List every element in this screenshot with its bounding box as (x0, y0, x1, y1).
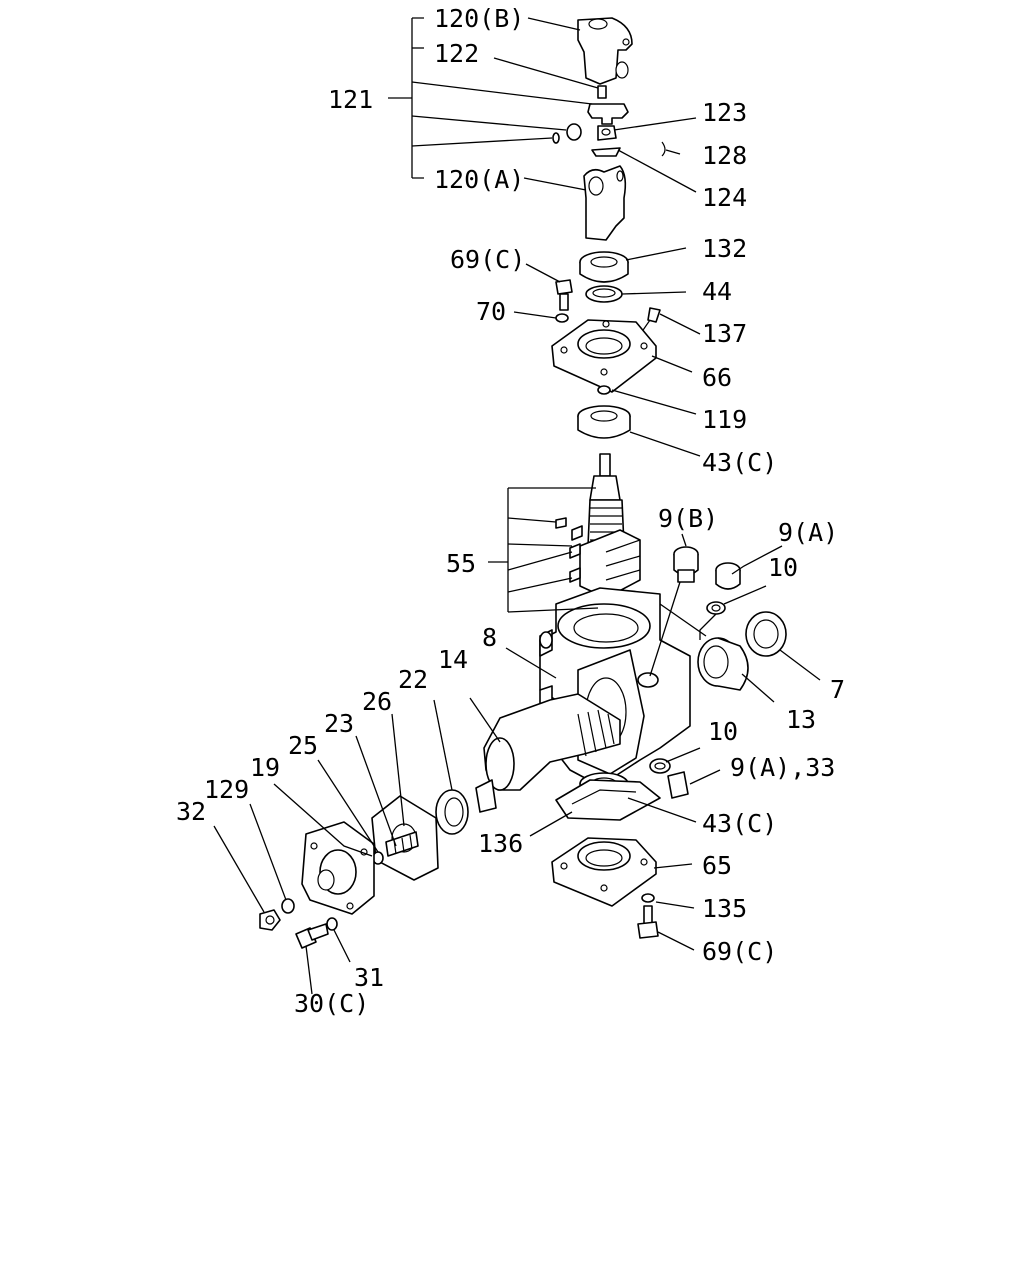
part-120b-yoke (577, 17, 633, 85)
part-69c-bolt-top (555, 279, 573, 311)
part-136-shim (555, 779, 661, 821)
part-23-adjust-screw (385, 831, 419, 857)
part-124-plate (591, 147, 621, 157)
label-25: 25 (288, 731, 318, 760)
label-136: 136 (478, 829, 523, 858)
label-23: 23 (324, 709, 354, 738)
part-44-ring (585, 285, 623, 303)
label-9a-33: 9(A),33 (730, 753, 835, 782)
part-119-o-ring (597, 385, 611, 395)
label-120a: 120(A) (434, 165, 524, 194)
part-22-bearing (435, 789, 469, 835)
part-30c-bolt (295, 923, 329, 949)
part-labels: 120(B) 122 121 123 128 120(A) 124 132 69… (176, 4, 845, 1018)
part-69c-bolt-bottom (637, 905, 659, 939)
part-43c-bearing-top (577, 405, 631, 439)
part-123-bearing-cup (597, 125, 617, 141)
label-128: 128 (702, 141, 747, 170)
label-123: 123 (702, 98, 747, 127)
label-122: 122 (434, 39, 479, 68)
label-14: 14 (438, 645, 468, 674)
label-132: 132 (702, 234, 747, 263)
label-32: 32 (176, 797, 206, 826)
label-119: 119 (702, 405, 747, 434)
part-10-washer-mid (649, 758, 671, 774)
part-132-seal (579, 251, 629, 283)
part-13-bearing (697, 637, 749, 691)
part-129-washer (281, 898, 295, 914)
part-65-flange (551, 837, 657, 907)
leader-lines (213, 17, 821, 995)
label-44: 44 (702, 277, 732, 306)
part-14-worm-shaft (475, 693, 621, 813)
part-9b-cap (673, 546, 699, 583)
part-9a-cap-top (715, 562, 741, 590)
label-13: 13 (786, 705, 816, 734)
label-70: 70 (476, 297, 506, 326)
label-9b: 9(B) (658, 504, 718, 533)
label-43c-top: 43(C) (702, 448, 777, 477)
label-19: 19 (250, 753, 280, 782)
label-8: 8 (482, 623, 497, 652)
label-69c-top: 69(C) (450, 245, 525, 274)
part-122-grease-fitting (597, 85, 607, 99)
label-121: 121 (328, 85, 373, 114)
label-137: 137 (702, 319, 747, 348)
label-124: 124 (702, 183, 747, 212)
label-22: 22 (398, 665, 428, 694)
part-70-washer (555, 313, 569, 323)
part-66-flange (551, 319, 657, 393)
label-69c-bot: 69(C) (702, 937, 777, 966)
part-55-sector-shaft (555, 453, 641, 613)
label-26: 26 (362, 687, 392, 716)
part-cross-spider (587, 103, 629, 125)
part-135-washer (641, 893, 655, 903)
label-135: 135 (702, 894, 747, 923)
label-9a: 9(A) (778, 518, 838, 547)
label-31: 31 (354, 963, 384, 992)
label-10-top: 10 (768, 553, 798, 582)
part-32-nut (259, 909, 281, 931)
part-needle-bearing-left (552, 123, 582, 144)
label-7: 7 (830, 675, 845, 704)
label-55: 55 (446, 549, 476, 578)
label-120b: 120(B) (434, 4, 524, 33)
label-10-mid: 10 (708, 717, 738, 746)
part-7-seal (745, 611, 787, 657)
part-19-end-cover (301, 821, 375, 915)
part-9a-33-plug (667, 771, 689, 799)
label-65: 65 (702, 851, 732, 880)
label-30c: 30(C) (294, 989, 369, 1018)
part-31-washer (326, 917, 338, 931)
label-66: 66 (702, 363, 732, 392)
label-43c-mid: 43(C) (702, 809, 777, 838)
part-10-washer-top (706, 601, 726, 615)
part-120a-yoke (583, 165, 627, 241)
part-128-snap-ring (661, 141, 666, 157)
label-129: 129 (204, 775, 249, 804)
